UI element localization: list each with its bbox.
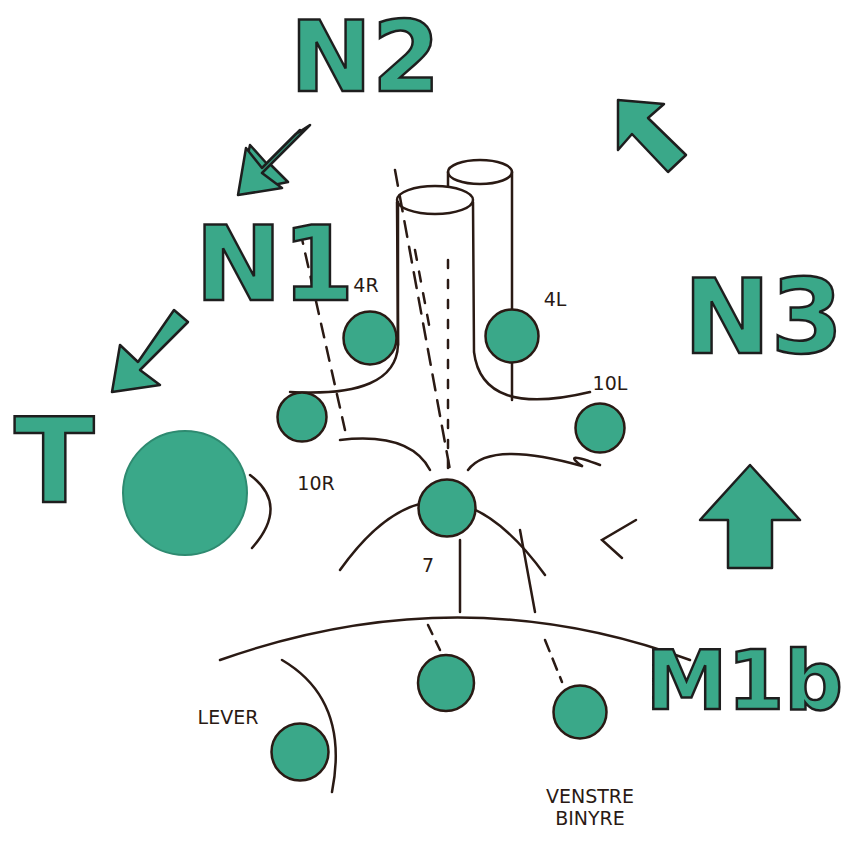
stage-label: N2 — [290, 8, 440, 106]
node-label: 10L — [593, 373, 628, 395]
node-circle — [270, 722, 330, 782]
stage-label: N1 — [195, 212, 354, 316]
lymph-node-circle: 10R — [276, 391, 328, 443]
node-circle — [417, 478, 477, 538]
node-circle — [276, 391, 328, 443]
node-label: 4L — [544, 289, 567, 311]
lymph-node-circle: 7 — [417, 478, 477, 538]
lymph-node-circle: LEVER — [270, 722, 330, 782]
node-circle — [552, 684, 608, 740]
node-label: 4R — [353, 275, 378, 297]
node-label: 10R — [296, 473, 336, 495]
stage-label: T — [14, 402, 95, 520]
lymph-node-circle: 4L — [484, 308, 540, 364]
lymph-node-circle: VENSTRE BINYRE — [552, 684, 608, 740]
stage-label: N3 — [684, 265, 843, 369]
node-circle — [574, 402, 626, 454]
stage-label: M1b — [646, 640, 843, 722]
node-label: LEVER — [198, 707, 259, 729]
node-label: VENSTRE BINYRE — [545, 786, 635, 830]
lymph-node-circle: 4R — [342, 310, 398, 366]
lymph-node-circle: 10L — [574, 402, 626, 454]
node-circle — [342, 310, 398, 366]
node-circle — [484, 308, 540, 364]
node-label: 7 — [422, 555, 434, 577]
